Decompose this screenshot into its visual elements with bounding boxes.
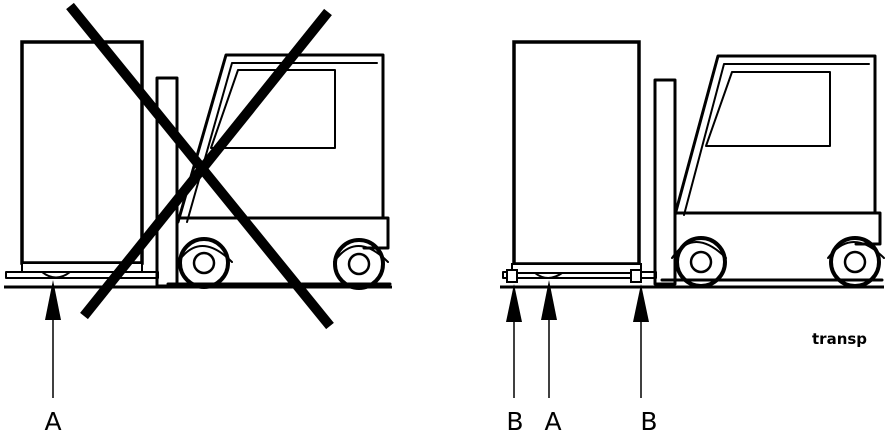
right-label-b-right: B — [640, 407, 657, 434]
left-label-a: A — [44, 407, 61, 434]
right-panel-correct: B A B transp — [500, 40, 885, 434]
right-arrow-a-icon — [541, 280, 557, 398]
right-label-a: A — [544, 407, 561, 434]
left-rear-wheel — [333, 238, 385, 290]
right-arrow-b-right-icon — [633, 284, 649, 398]
right-forklift-cab — [673, 54, 877, 217]
left-forklift-body — [176, 216, 390, 250]
right-forklift-cab-inner — [683, 63, 870, 216]
left-cabinet — [20, 40, 144, 279]
left-arrow-a-icon — [45, 280, 61, 398]
right-arrow-b-left-icon — [506, 284, 522, 398]
right-label-b-left: B — [506, 407, 523, 434]
right-forklift-mast — [653, 78, 677, 286]
figure-caption: transp — [812, 330, 867, 348]
right-cabinet — [506, 40, 642, 283]
left-forklift-window — [210, 69, 336, 149]
left-panel-incorrect: A — [4, 2, 392, 434]
cross-mark-icon — [66, 2, 334, 330]
right-forklift-window — [705, 71, 831, 147]
left-forklift-cab — [176, 53, 385, 224]
